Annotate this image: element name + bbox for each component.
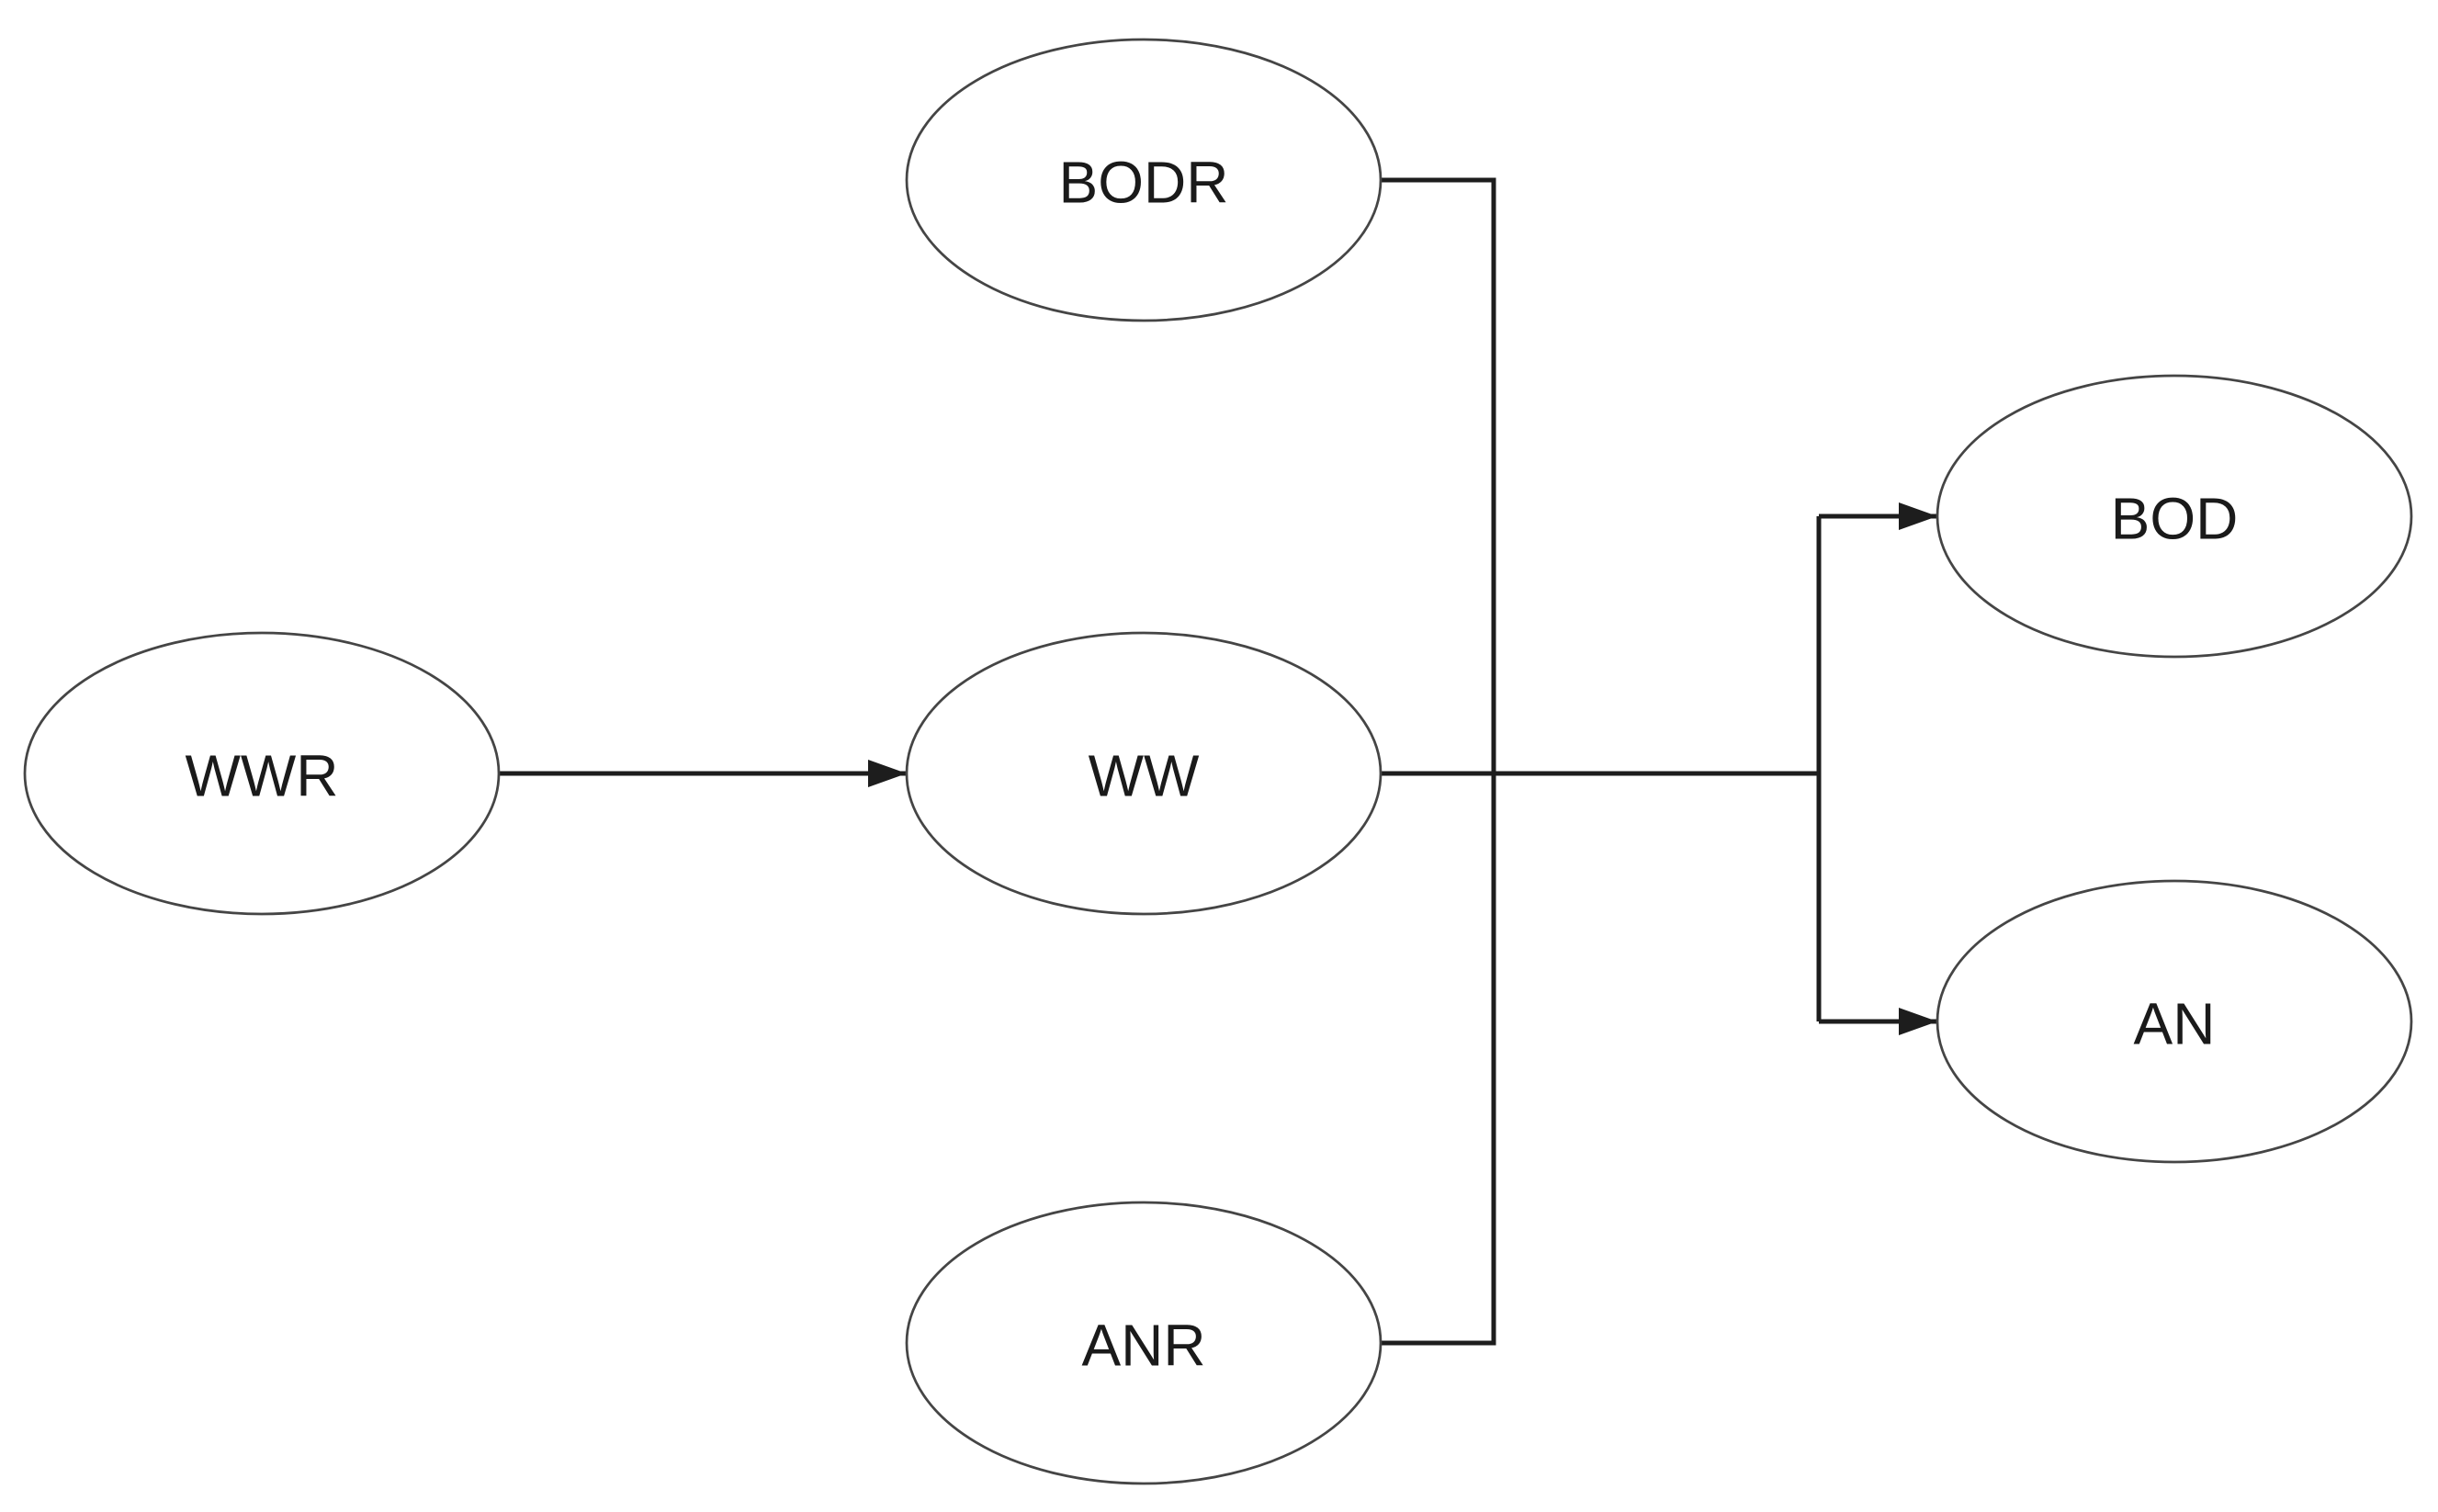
- node-wwr: WWR: [23, 631, 501, 916]
- node-label-an: AN: [2134, 991, 2216, 1057]
- node-label-bodr: BODR: [1059, 150, 1229, 216]
- node-ellipse-an: [1936, 879, 2413, 1164]
- edge-bodr-trunk-anr: [1381, 177, 1496, 1346]
- node-label-ww: WW: [1089, 743, 1200, 809]
- node-bodr: BODR: [905, 38, 1383, 322]
- node-ellipse-wwr: [23, 631, 501, 916]
- node-label-wwr: WWR: [185, 743, 338, 809]
- node-ellipse-ww: [905, 631, 1383, 916]
- node-anr: ANR: [905, 1201, 1383, 1485]
- node-ellipse-bodr: [905, 38, 1383, 322]
- node-an: AN: [1936, 879, 2413, 1164]
- node-bod: BOD: [1936, 374, 2413, 659]
- edge-branch-to-an-arrowhead-icon: [1899, 1008, 1937, 1035]
- node-ellipse-bod: [1936, 374, 2413, 659]
- edge-branch-to-bod-arrowhead-icon: [1899, 502, 1937, 530]
- node-label-bod: BOD: [2111, 486, 2239, 552]
- node-ww: WW: [905, 631, 1383, 916]
- node-ellipse-anr: [905, 1201, 1383, 1485]
- node-label-anr: ANR: [1081, 1313, 1205, 1379]
- edge-wwr-to-ww-arrowhead-icon: [868, 760, 907, 787]
